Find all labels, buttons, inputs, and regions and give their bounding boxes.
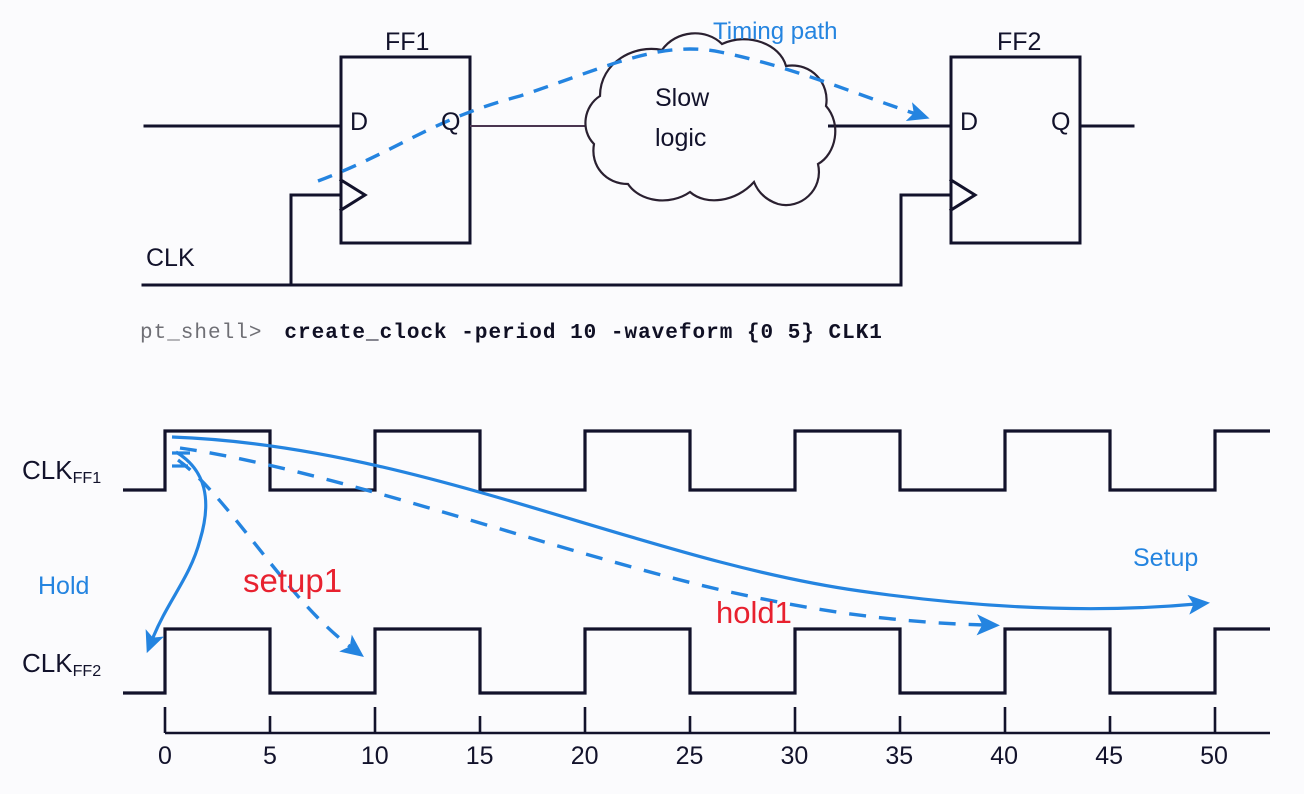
axis-tick-label: 40	[990, 742, 1019, 770]
axis-tick-label: 50	[1200, 742, 1228, 770]
slow-logic-label-line1: Slow	[655, 84, 710, 112]
slow-logic-label-line2: logic	[655, 124, 707, 152]
ff1-q-pin-label: Q	[441, 108, 461, 136]
axis-tick-label: 30	[780, 742, 809, 770]
signal-name-clk-ff1: CLK	[22, 455, 73, 485]
hold1-dashed-arrow	[179, 446, 1000, 636]
clk-label: CLK	[146, 244, 195, 272]
setup-solid-arrow	[171, 435, 1211, 615]
hold-solid-arrow	[145, 450, 208, 654]
hold1-annotation-label: hold1	[716, 595, 792, 630]
signal-subscript-ff1: FF1	[72, 469, 102, 488]
timing-path-dashed-arrow	[317, 47, 930, 183]
waveform-clk-ff2	[123, 627, 1270, 695]
axis-tick-label: 25	[675, 742, 704, 770]
axis-tick-label: 5	[262, 742, 277, 770]
setup1-dashed-arrow	[177, 458, 364, 657]
ff2-body	[949, 55, 1082, 245]
ff2-label: FF2	[997, 28, 1042, 56]
setup-annotation-label: Setup	[1133, 544, 1199, 572]
slow-logic-cloud	[584, 32, 837, 207]
ff2-clock-triangle-icon	[948, 177, 978, 213]
signal-label-clk-ff2: CLKFF2	[22, 648, 101, 681]
axis-ticks	[163, 707, 1217, 733]
timing-path-label: Timing path	[713, 18, 838, 45]
ff2-q-pin-label: Q	[1051, 108, 1071, 136]
hold-annotation-label: Hold	[38, 572, 90, 600]
signal-name-clk-ff2: CLK	[22, 648, 73, 678]
origin-dash-fan	[172, 451, 190, 468]
ff2-d-pin-label: D	[960, 108, 979, 136]
axis-tick-label: 10	[360, 742, 389, 770]
console-prompt: pt_shell>	[140, 322, 263, 345]
axis-tick-label: 15	[465, 742, 494, 770]
console-line: pt_shell> create_clock -period 10 -wavefo…	[140, 322, 883, 345]
axis-tick-label: 20	[570, 742, 599, 770]
console-command: create_clock -period 10 -waveform {0 5} …	[284, 322, 883, 345]
waveform-clk-ff1	[123, 429, 1270, 492]
ff1-label: FF1	[385, 28, 430, 56]
wire-clk-to-ff1	[289, 193, 343, 287]
signal-label-clk-ff1: CLKFF1	[22, 455, 101, 488]
wire-clk-to-ff2	[899, 193, 953, 287]
axis-tick-label: 45	[1095, 742, 1123, 770]
axis-tick-label: 35	[885, 742, 914, 770]
ff1-clock-triangle-icon	[338, 177, 368, 213]
axis-tick-label: 0	[158, 742, 172, 770]
setup1-annotation-label: setup1	[243, 562, 343, 599]
ff1-body	[339, 55, 472, 245]
ff1-d-pin-label: D	[350, 108, 369, 136]
signal-subscript-ff2: FF2	[72, 662, 102, 681]
